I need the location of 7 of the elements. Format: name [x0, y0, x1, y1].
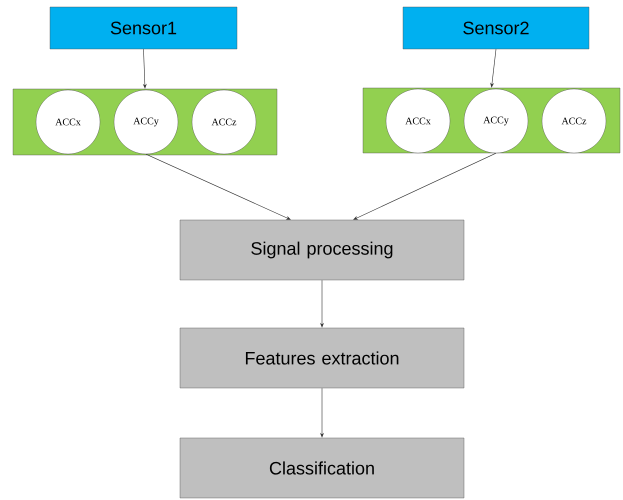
process-box: Features extraction	[180, 328, 464, 388]
sensor-box: Sensor2	[402, 6, 590, 50]
arrow	[353, 152, 496, 220]
arrow	[146, 154, 291, 220]
process-box: Classification	[180, 438, 464, 498]
process-box: Signal processing	[180, 220, 464, 280]
sensor-box: Sensor1	[50, 6, 238, 50]
